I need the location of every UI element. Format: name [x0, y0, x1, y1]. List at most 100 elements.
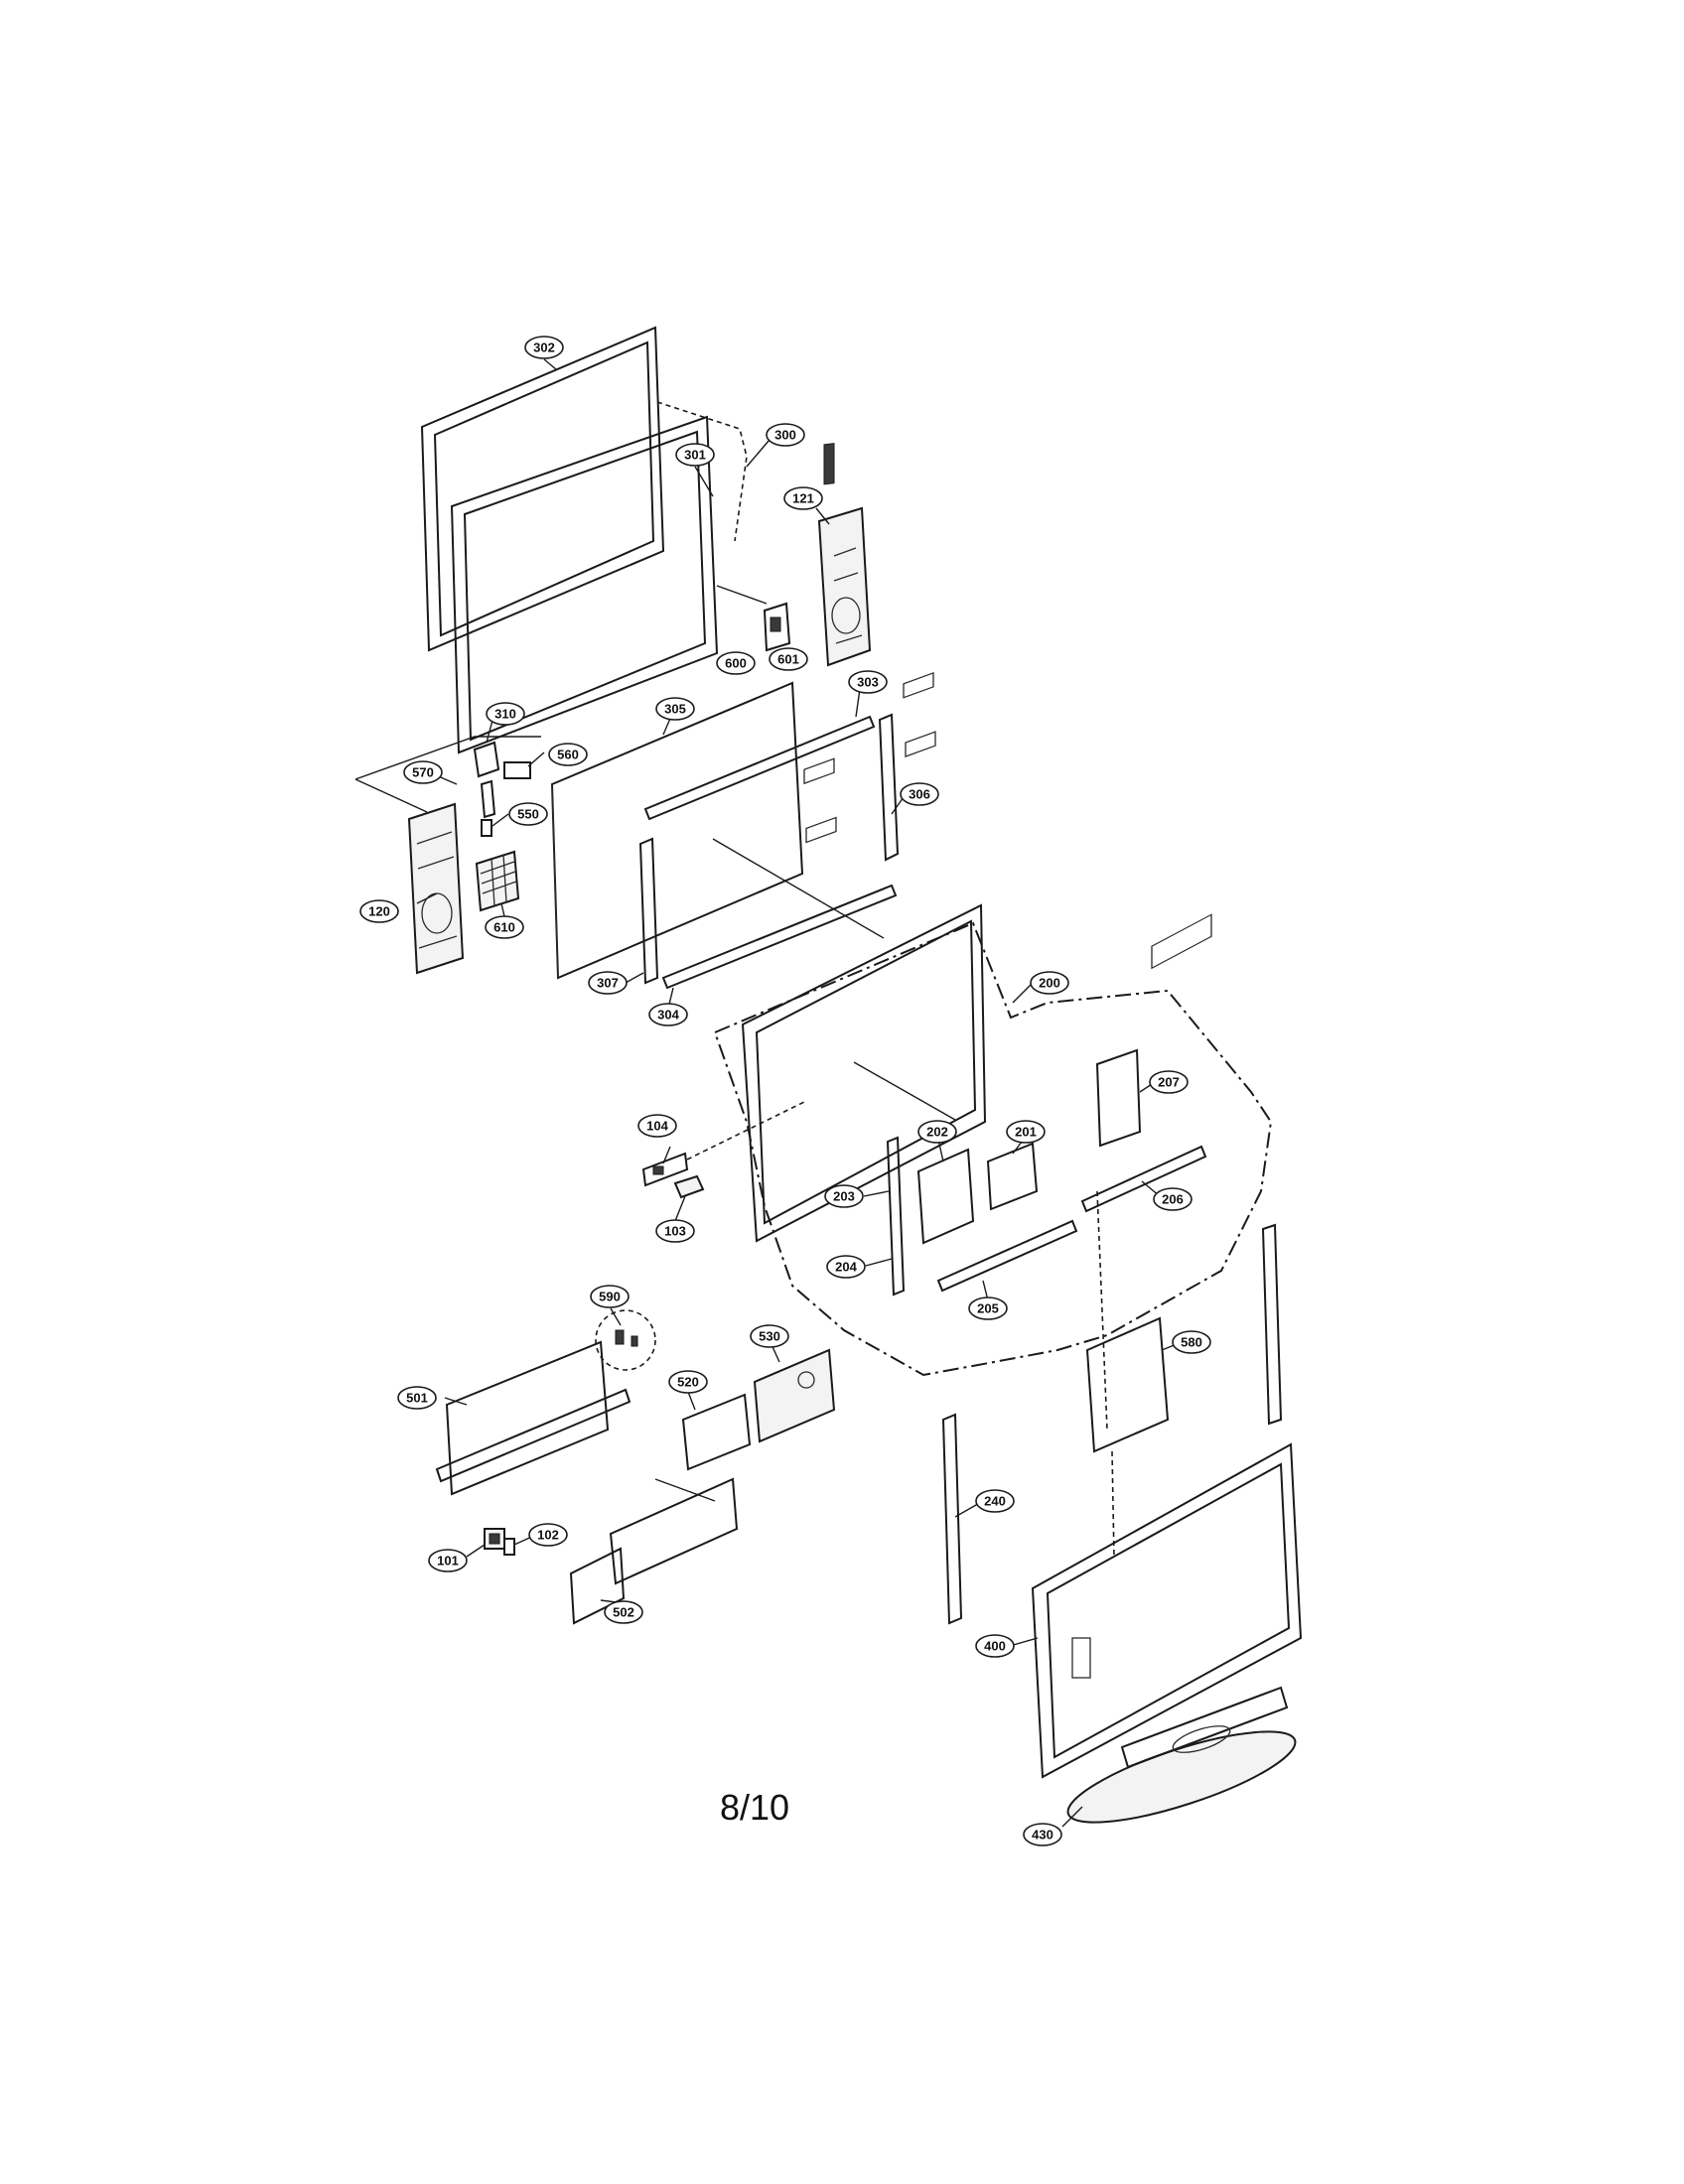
- part-102-switch: [503, 1538, 515, 1556]
- callout-207: 207: [1149, 1070, 1189, 1094]
- part-240-right-bracket: [1261, 1223, 1283, 1426]
- callout-430: 430: [1023, 1823, 1062, 1846]
- svg-text:580: 580: [1181, 1335, 1202, 1350]
- callout-205: 205: [968, 1297, 1008, 1320]
- svg-text:104: 104: [646, 1119, 668, 1134]
- callout-520: 520: [668, 1370, 708, 1394]
- callout-530: 530: [750, 1324, 789, 1348]
- svg-text:560: 560: [557, 748, 579, 762]
- part-600-601-bracket: [716, 585, 791, 652]
- part-502-bracket: [569, 1477, 739, 1625]
- part-240-left-bracket: [941, 1413, 963, 1625]
- callout-550: 550: [508, 802, 548, 826]
- part-306-right-side-bar: [878, 713, 900, 862]
- callout-305: 305: [655, 697, 695, 721]
- callout-301: 301: [675, 443, 715, 467]
- svg-text:206: 206: [1162, 1192, 1184, 1207]
- svg-text:302: 302: [533, 341, 555, 355]
- part-203-bar: [886, 1136, 906, 1297]
- svg-text:300: 300: [774, 428, 796, 443]
- part-560-board: [503, 761, 531, 779]
- group-200-outline: [713, 921, 1273, 1377]
- svg-text:306: 306: [909, 787, 930, 802]
- svg-text:305: 305: [664, 702, 686, 717]
- callout-203: 203: [824, 1184, 864, 1208]
- svg-text:600: 600: [725, 656, 747, 671]
- svg-text:430: 430: [1032, 1828, 1053, 1843]
- callout-303: 303: [848, 670, 888, 694]
- part-302-front-frame: [420, 326, 665, 652]
- svg-text:101: 101: [437, 1554, 459, 1569]
- part-550-board: [481, 819, 492, 837]
- callout-201: 201: [1006, 1120, 1046, 1144]
- callout-570: 570: [403, 760, 443, 784]
- callout-502: 502: [604, 1600, 643, 1624]
- part-303-top-bar: [643, 715, 876, 821]
- svg-text:610: 610: [493, 920, 515, 935]
- part-120-left-speaker: [407, 802, 465, 975]
- part-206-bar: [1080, 1145, 1207, 1213]
- part-590-clip-group: [595, 1309, 656, 1371]
- callout-206: 206: [1153, 1187, 1193, 1211]
- svg-text:303: 303: [857, 675, 879, 690]
- callout-610: 610: [485, 915, 524, 939]
- callout-590: 590: [590, 1285, 630, 1308]
- part-501-bracket: [435, 1340, 632, 1496]
- callout-120: 120: [359, 899, 399, 923]
- svg-text:307: 307: [597, 976, 619, 991]
- svg-text:590: 590: [599, 1290, 621, 1304]
- callout-560: 560: [548, 743, 588, 766]
- part-202-board: [916, 1148, 975, 1245]
- part-530-board: [753, 1348, 836, 1443]
- part-610-grille: [475, 850, 520, 912]
- callout-304: 304: [648, 1003, 688, 1026]
- svg-text:240: 240: [984, 1494, 1006, 1509]
- callout-200: 200: [1030, 971, 1069, 995]
- page-number: 8/10: [719, 1787, 790, 1828]
- svg-text:204: 204: [835, 1260, 857, 1275]
- callout-307: 307: [588, 971, 628, 995]
- part-580-shield: [1085, 1316, 1170, 1453]
- part-chassis-frame: [741, 671, 987, 1243]
- dashed-link-300: [656, 401, 748, 542]
- callout-306: 306: [900, 782, 939, 806]
- svg-text:301: 301: [684, 448, 706, 463]
- svg-text:202: 202: [926, 1125, 948, 1140]
- callout-400: 400: [975, 1634, 1015, 1658]
- svg-text:530: 530: [759, 1329, 780, 1344]
- part-430-stand: [1066, 1686, 1297, 1824]
- callout-102: 102: [528, 1523, 568, 1547]
- part-201-board: [986, 1142, 1039, 1211]
- callout-580: 580: [1172, 1330, 1211, 1354]
- svg-text:207: 207: [1158, 1075, 1180, 1090]
- svg-text:205: 205: [977, 1301, 999, 1316]
- svg-text:550: 550: [517, 807, 539, 822]
- svg-text:200: 200: [1039, 976, 1060, 991]
- svg-text:304: 304: [657, 1008, 679, 1023]
- callout-101: 101: [428, 1549, 468, 1572]
- part-301-front-cabinet: [450, 415, 719, 754]
- part-205-bar: [936, 1219, 1078, 1293]
- callout-300: 300: [766, 423, 805, 447]
- svg-text:121: 121: [792, 491, 814, 506]
- svg-text:601: 601: [777, 652, 799, 667]
- callout-121: 121: [783, 486, 823, 510]
- callout-601: 601: [769, 647, 808, 671]
- part-305-lcd-panel: [550, 681, 804, 980]
- callout-501: 501: [397, 1386, 437, 1410]
- callout-103: 103: [655, 1219, 695, 1243]
- callout-600: 600: [716, 651, 756, 675]
- part-101-switch: [484, 1528, 505, 1550]
- leader-lines: [416, 358, 1183, 1828]
- callout-104: 104: [637, 1114, 677, 1138]
- part-400-rear-cover: [1031, 913, 1303, 1779]
- svg-text:203: 203: [833, 1189, 855, 1204]
- part-207-board: [1095, 1048, 1142, 1148]
- svg-text:102: 102: [537, 1528, 559, 1543]
- callout-202: 202: [917, 1120, 957, 1144]
- callout-302: 302: [524, 336, 564, 359]
- svg-text:120: 120: [368, 904, 390, 919]
- part-103-bracket: [673, 1174, 705, 1199]
- callout-240: 240: [975, 1489, 1015, 1513]
